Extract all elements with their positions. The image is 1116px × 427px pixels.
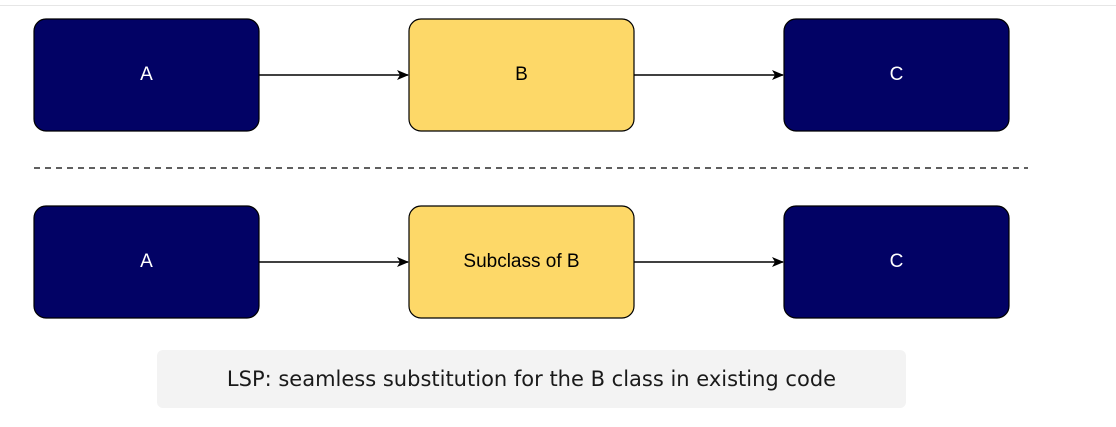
top-node-b-label: B bbox=[515, 64, 528, 85]
bottom-node-subclass-b: Subclass of B bbox=[408, 205, 635, 319]
top-node-b: B bbox=[408, 18, 635, 132]
bottom-node-c: C bbox=[783, 205, 1010, 319]
top-node-c-label: C bbox=[890, 64, 904, 85]
caption-text: LSP: seamless substitution for the B cla… bbox=[226, 367, 837, 391]
top-node-a-label: A bbox=[140, 64, 153, 85]
bottom-node-subclass-b-label: Subclass of B bbox=[463, 251, 579, 272]
top-node-a: A bbox=[33, 18, 260, 132]
bottom-node-a: A bbox=[33, 205, 260, 319]
top-divider bbox=[0, 5, 1116, 6]
bottom-node-a-label: A bbox=[140, 251, 153, 272]
bottom-row: A Subclass of B C bbox=[33, 205, 1010, 319]
bottom-node-c-label: C bbox=[890, 251, 904, 272]
lsp-diagram: A B C A Subclass of B C bbox=[33, 18, 1028, 319]
top-row: A B C bbox=[33, 18, 1010, 132]
top-node-c: C bbox=[783, 18, 1010, 132]
caption-box: LSP: seamless substitution for the B cla… bbox=[157, 350, 906, 408]
